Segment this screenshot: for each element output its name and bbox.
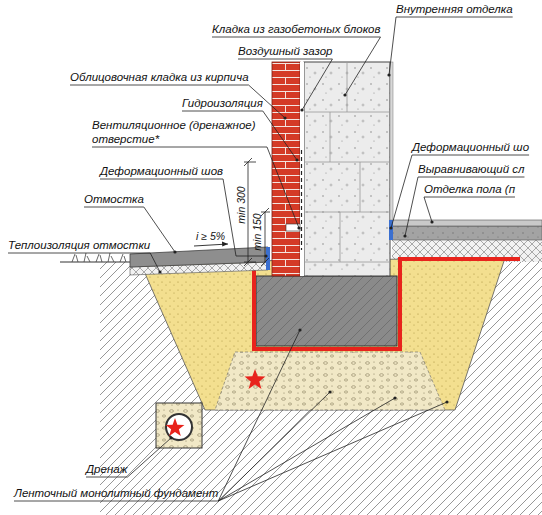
label-underline — [418, 177, 524, 178]
leader-line — [218, 402, 447, 501]
leader-dot — [445, 400, 448, 403]
label-underline — [84, 207, 144, 208]
label-underline — [100, 179, 223, 180]
gravel-cushion — [215, 352, 445, 410]
callout-label: Деформационный шов — [100, 164, 223, 178]
aerated-block-wall — [304, 62, 390, 276]
slope-arrowhead — [222, 242, 228, 247]
callout-label: Дренаж — [86, 462, 128, 476]
leader-dot — [264, 254, 267, 257]
floor-finish — [392, 220, 542, 226]
leader-line — [263, 111, 297, 160]
leader-line — [223, 179, 266, 256]
leader-line — [345, 37, 381, 95]
leader-line — [218, 392, 330, 501]
leader-dot — [297, 226, 300, 229]
leader-dot — [298, 328, 301, 331]
callout-label: Выравнивающий сл — [418, 162, 524, 176]
dimension-label: min 150 — [251, 213, 263, 250]
label-underline — [238, 59, 332, 60]
blind-area — [130, 247, 268, 267]
ground-line — [60, 262, 130, 263]
leader-dot — [173, 250, 176, 253]
label-underline — [70, 85, 249, 86]
sand-backfill — [140, 258, 505, 410]
leader-dot — [387, 73, 390, 76]
callout-label: Отделка пола (п — [424, 182, 515, 196]
callout-label: Деформационный шо — [412, 140, 529, 154]
leader-dot — [158, 270, 161, 273]
leader-dot — [328, 390, 331, 393]
callout-label: Теплоизоляция отмостки — [8, 238, 150, 252]
callout-label: i ≥ 5% — [196, 230, 225, 242]
label-underline — [212, 37, 381, 38]
star-mark — [166, 418, 185, 436]
interior-finish — [390, 62, 393, 220]
leader-dot — [300, 108, 303, 111]
leader-dot — [389, 226, 392, 229]
leader-line — [424, 197, 432, 222]
label-underline — [424, 197, 515, 198]
leveling-layer — [392, 226, 542, 240]
callout-label: Ленточный монолитный фундамент — [14, 486, 218, 500]
leader-dot — [169, 436, 172, 439]
drain-pipe — [166, 414, 192, 440]
callout-label: Отмостка — [84, 192, 144, 206]
leader-dot — [430, 220, 433, 223]
star-mark — [245, 369, 266, 389]
label-underline — [182, 111, 263, 112]
wall-waterproofing — [301, 150, 302, 250]
callout-label: Внутренняя отделка — [396, 2, 513, 16]
leader-dot — [295, 158, 298, 161]
leader-line — [405, 177, 418, 236]
leader-line — [267, 147, 299, 228]
leader-line — [389, 17, 396, 75]
label-underline — [396, 17, 513, 18]
grass — [72, 253, 126, 262]
label-underline — [8, 253, 150, 254]
callout-label: Вентиляционное (дренажное) отверстие* — [92, 118, 267, 146]
callout-label: Кладка из газобетоных блоков — [212, 22, 381, 36]
leader-dot — [343, 93, 346, 96]
label-underline — [14, 501, 218, 502]
callout-label: Облицовочная кладка из кирпича — [70, 70, 249, 84]
label-underline — [86, 477, 128, 478]
label-underline — [92, 147, 267, 148]
dimension-label: min 300 — [235, 186, 247, 223]
drain-gravel — [156, 403, 202, 448]
leader-line — [128, 438, 171, 477]
callout-label: Гидроизоляция — [182, 96, 263, 110]
leader-dot — [403, 234, 406, 237]
leader-dot — [283, 116, 286, 119]
leader-line — [218, 398, 395, 501]
leader-line — [150, 253, 160, 272]
strip-foundation — [256, 276, 397, 346]
leader-line — [302, 59, 332, 110]
brick-facing — [272, 62, 300, 276]
leader-line — [218, 330, 300, 501]
air-gap — [300, 62, 304, 276]
callout-label: Воздушный зазор — [238, 44, 332, 58]
leader-dot — [393, 396, 396, 399]
label-underline — [412, 155, 529, 156]
